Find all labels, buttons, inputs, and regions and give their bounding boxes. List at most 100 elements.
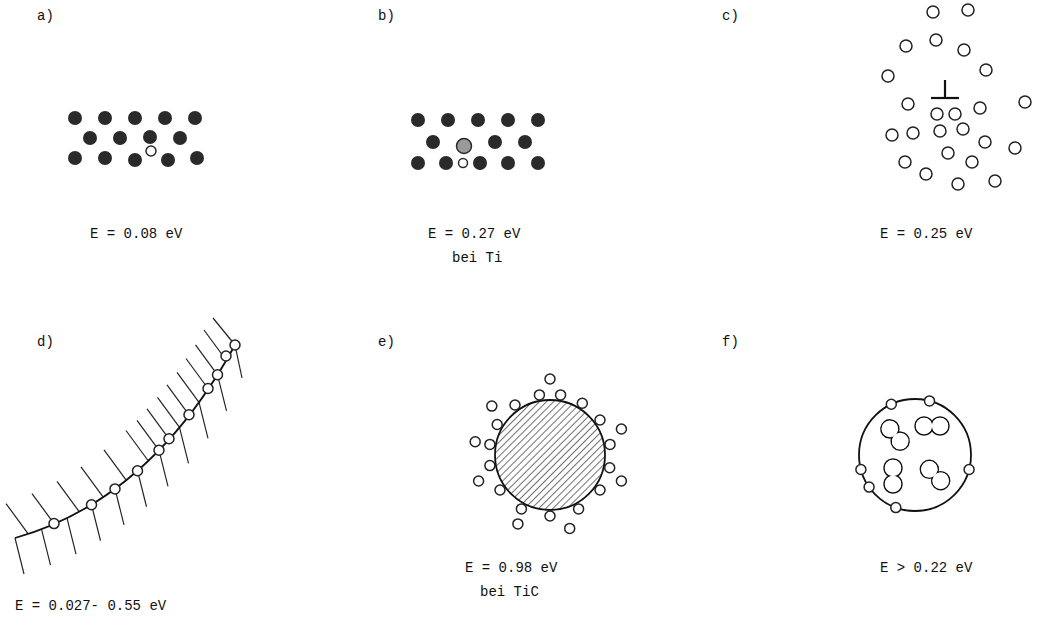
- interstitial-cloud: [962, 4, 974, 16]
- lattice-atoms: [439, 156, 453, 170]
- material-note: bei Ti: [452, 250, 502, 266]
- trapped-atoms: [616, 476, 626, 486]
- lattice-planes-upper: [158, 397, 180, 427]
- lattice-atoms: [501, 113, 515, 127]
- trapped-atoms: [545, 374, 555, 384]
- surface-atoms: [925, 396, 935, 406]
- segregated-atoms: [49, 340, 240, 529]
- interstitial-cloud: [882, 70, 894, 82]
- interstitial-cloud: [942, 147, 954, 159]
- interstitial-cloud: [979, 136, 991, 148]
- interstitial-cloud: [1019, 96, 1031, 108]
- trapped-atoms: [487, 401, 497, 411]
- lattice-planes-upper: [126, 431, 148, 461]
- lattice-atoms: [68, 111, 82, 125]
- interstitial-cloud: [952, 178, 964, 190]
- lattice-atoms: [190, 151, 204, 165]
- surface-atoms: [891, 503, 901, 513]
- interstitial-cloud: [980, 64, 992, 76]
- surface-atoms: [856, 465, 866, 475]
- trapped-atoms: [470, 374, 626, 533]
- surface-atoms: [856, 396, 974, 513]
- lattice-atoms: [473, 156, 487, 170]
- lattice-planes-lower: [42, 529, 51, 565]
- interstitial-cloud: [957, 123, 969, 135]
- trapped-atoms: [565, 523, 575, 533]
- segregated-atoms: [154, 445, 164, 455]
- interstitial-cloud: [886, 129, 898, 141]
- interstitial-cloud: [920, 168, 932, 180]
- lattice-atoms: [173, 131, 187, 145]
- gas-molecule: [915, 417, 949, 435]
- interstitial-cloud: [934, 125, 946, 137]
- segregated-atoms: [133, 466, 143, 476]
- trapped-atoms: [510, 400, 520, 410]
- lattice-atoms: [161, 153, 175, 167]
- trapped-atoms: [577, 398, 587, 408]
- lattice-planes-lower: [15, 345, 242, 574]
- lattice-atoms: [98, 111, 112, 125]
- interstitial-atom: [146, 146, 156, 156]
- lattice-planes-upper: [177, 372, 199, 402]
- panel-letter: c): [722, 8, 739, 24]
- gas-molecule: [885, 460, 901, 476]
- energy-label: E = 0.25 eV: [880, 226, 972, 242]
- lattice-planes-lower: [67, 518, 76, 554]
- lattice-atoms: [98, 151, 112, 165]
- lattice-atoms: [68, 111, 204, 167]
- gas-molecule: [885, 476, 901, 492]
- gas-molecule: [931, 417, 949, 435]
- interstitial-cloud: [902, 98, 914, 110]
- panel-letter: b): [378, 8, 395, 24]
- lattice-planes-lower: [199, 402, 208, 438]
- energy-label: E > 0.22 eV: [880, 560, 972, 576]
- lattice-planes-upper: [57, 481, 79, 511]
- lattice-planes-upper: [6, 504, 28, 534]
- interstitial-cloud: [927, 6, 939, 18]
- lattice-atoms: [518, 135, 532, 149]
- trapped-atoms: [605, 463, 615, 473]
- lattice-atoms: [128, 111, 142, 125]
- lattice-atoms: [501, 156, 515, 170]
- segregated-atoms: [184, 410, 194, 420]
- segregated-atoms: [87, 500, 97, 510]
- segregated-atoms: [164, 434, 174, 444]
- solute-atom: [457, 139, 472, 154]
- interstitial-cloud: [882, 4, 1031, 190]
- gas-molecule: [889, 430, 912, 453]
- gas-molecule: [884, 459, 902, 477]
- trapped-atoms: [556, 390, 566, 400]
- lattice-planes-lower: [15, 538, 24, 574]
- segregated-atoms: [110, 484, 120, 494]
- panel-letter: f): [722, 334, 739, 350]
- energy-label: E = 0.27 eV: [428, 226, 520, 242]
- trapped-atoms: [516, 504, 526, 514]
- trapped-atoms: [574, 504, 584, 514]
- lattice-atoms: [426, 135, 440, 149]
- panel-letter: d): [37, 334, 54, 350]
- segregated-atoms: [203, 384, 213, 394]
- lattice-atoms: [143, 130, 157, 144]
- lattice-atoms: [128, 153, 142, 167]
- trapped-atoms: [595, 415, 605, 425]
- dislocation-symbol: [931, 97, 959, 99]
- precipitate: [495, 400, 605, 510]
- lattice-atoms: [158, 111, 172, 125]
- grain-boundary: [15, 345, 235, 538]
- interstitial-cloud: [974, 102, 986, 114]
- gas-molecule: [916, 418, 932, 434]
- segregated-atoms: [49, 519, 59, 529]
- trapped-atoms: [485, 439, 495, 449]
- material-note: bei TiC: [480, 584, 539, 600]
- lattice-atoms: [411, 156, 425, 170]
- lattice-atoms: [68, 151, 82, 165]
- interstitial-cloud: [931, 108, 943, 120]
- gas-molecule: [877, 416, 913, 454]
- interstitial-cloud: [930, 34, 942, 46]
- panel-letter: e): [378, 334, 395, 350]
- panel-letter: a): [37, 8, 54, 24]
- lattice-planes-upper: [104, 450, 126, 480]
- lattice-atoms: [471, 113, 485, 127]
